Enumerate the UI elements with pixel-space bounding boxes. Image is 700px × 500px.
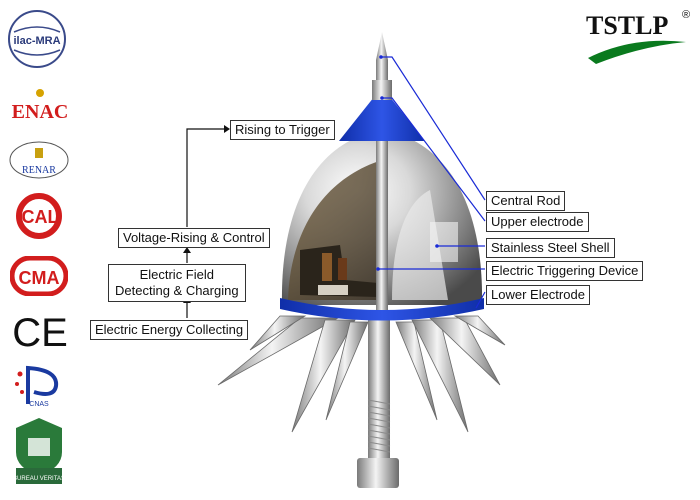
svg-text:®: ®: [682, 9, 690, 21]
part-leader-lines: [378, 56, 486, 309]
svg-text:ENAC: ENAC: [12, 101, 69, 123]
lower-electrode-ring: [280, 298, 484, 321]
enac-logo: ENAC: [8, 88, 72, 124]
svg-text:CE: CE: [12, 311, 68, 352]
tstlp-logo: TSTLP ®: [582, 6, 692, 68]
svg-text:TSTLP: TSTLP: [586, 11, 668, 40]
svg-text:CNAS: CNAS: [29, 401, 49, 408]
flow-step-voltage-rising-control: Voltage-Rising & Control: [118, 228, 270, 248]
svg-text:CMA: CMA: [19, 268, 60, 288]
svg-text:BUREAU VERITAS: BUREAU VERITAS: [13, 476, 65, 482]
flow-step-electric-field-line2: Detecting & Charging: [115, 283, 239, 298]
svg-text:RENAR: RENAR: [22, 165, 56, 176]
cal-logo: CAL: [10, 192, 68, 240]
bureau-veritas-logo: BUREAU VERITAS: [12, 416, 66, 486]
mounting-bolt: [357, 318, 399, 488]
upper-electrode-cone: [339, 97, 425, 141]
renar-logo: RENAR: [8, 140, 70, 180]
lower-electrode-spikes: [217, 315, 506, 433]
label-lower-electrode: Lower Electrode: [486, 285, 590, 305]
flow-step-electric-energy-collecting: Electric Energy Collecting: [90, 320, 249, 340]
label-upper-electrode: Upper electrode: [486, 212, 589, 232]
flow-step-electric-field-detecting: Electric Field Detecting & Charging: [108, 264, 246, 302]
svg-text:ilac-MRA: ilac-MRA: [13, 35, 60, 47]
cma-logo: CMA: [10, 256, 68, 296]
ilac-mra-logo: ilac-MRA: [6, 8, 68, 70]
label-central-rod: Central Rod: [486, 191, 566, 211]
cnas-logo: CNAS: [12, 362, 66, 408]
ce-logo: CE: [10, 308, 70, 352]
flow-step-electric-field-line1: Electric Field: [139, 267, 214, 282]
label-electric-triggering-device: Electric Triggering Device: [486, 261, 644, 281]
label-stainless-steel-shell: Stainless Steel Shell: [486, 238, 615, 258]
svg-text:CAL: CAL: [22, 207, 59, 227]
flow-step-rising-to-trigger: Rising to Trigger: [230, 120, 335, 140]
